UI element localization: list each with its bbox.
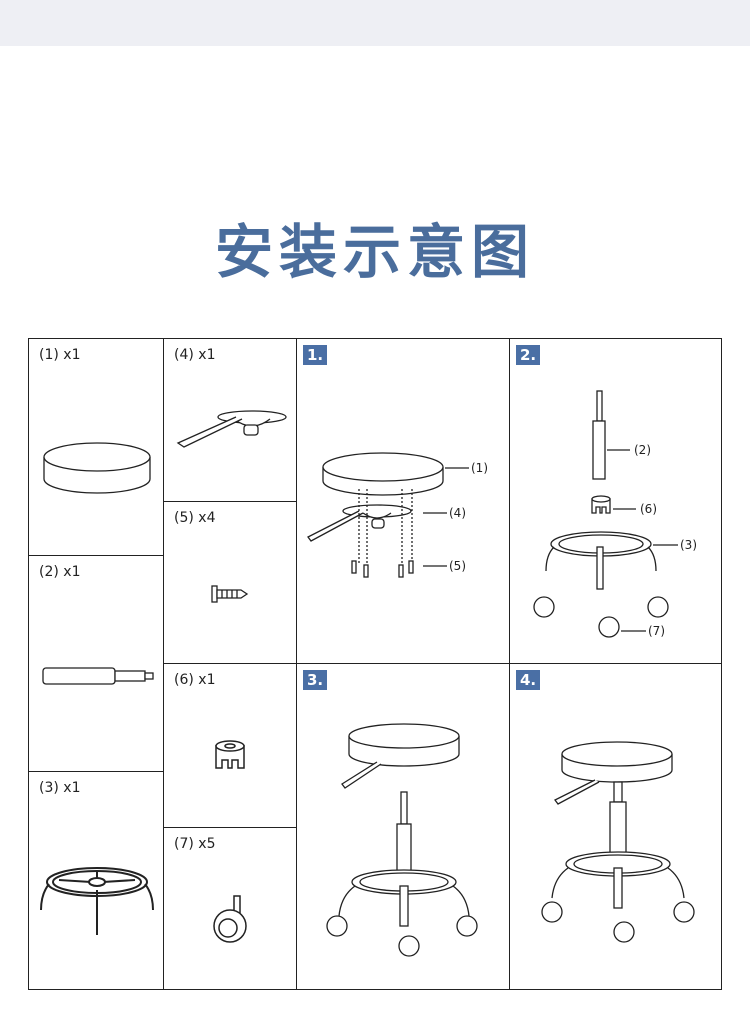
step-3-panel: 3.	[296, 663, 510, 990]
callout-3: (3)	[680, 538, 697, 552]
callout-2: (2)	[634, 443, 651, 457]
part-cell-5: (5) x4	[163, 501, 297, 664]
callout-1: (1)	[471, 461, 488, 475]
callout-4: (4)	[449, 506, 466, 520]
page-title: 安装示意图	[214, 218, 535, 286]
part-label: (7) x5	[174, 836, 216, 852]
part-cell-6: (6) x1	[163, 663, 297, 828]
part-label: (3) x1	[39, 780, 81, 796]
gas-lift-illustration	[42, 667, 154, 685]
part-cell-7: (7) x5	[163, 827, 297, 990]
top-bar	[0, 0, 750, 46]
base-ring-illustration	[40, 867, 154, 935]
part-cell-4: (4) x1	[163, 338, 297, 502]
callout-6: (6)	[640, 502, 657, 516]
step-badge: 3.	[303, 670, 328, 690]
caster-wheel-illustration	[213, 895, 247, 943]
part-label: (5) x4	[174, 510, 216, 526]
part-cell-1: (1) x1	[28, 338, 164, 556]
part-label: (2) x1	[39, 564, 81, 580]
step-badge: 2.	[516, 345, 541, 365]
seat-cushion-illustration	[43, 442, 151, 494]
step-badge: 1.	[303, 345, 328, 365]
step-3-illustration	[326, 723, 478, 957]
callout-5: (5)	[449, 559, 466, 573]
part-label: (1) x1	[39, 347, 81, 363]
part-label: (4) x1	[174, 347, 216, 363]
part-cell-3: (3) x1	[28, 771, 164, 990]
step-4-panel: 4.	[509, 663, 722, 990]
part-label: (6) x1	[174, 672, 216, 688]
step-badge: 4.	[516, 670, 541, 690]
step-4-illustration	[541, 741, 695, 943]
step-2-panel: 2. (2) (6) (3) (7)	[509, 338, 722, 664]
mechanism-plate-illustration	[176, 410, 287, 448]
callout-7: (7)	[648, 624, 665, 638]
step-1-illustration: (1) (4) (5)	[307, 452, 488, 578]
bushing-illustration	[215, 740, 245, 769]
part-cell-2: (2) x1	[28, 555, 164, 772]
step-1-panel: 1. (1) (4) (5)	[296, 338, 510, 664]
screw-illustration	[211, 585, 249, 603]
step-2-illustration: (2) (6) (3) (7)	[533, 390, 697, 638]
